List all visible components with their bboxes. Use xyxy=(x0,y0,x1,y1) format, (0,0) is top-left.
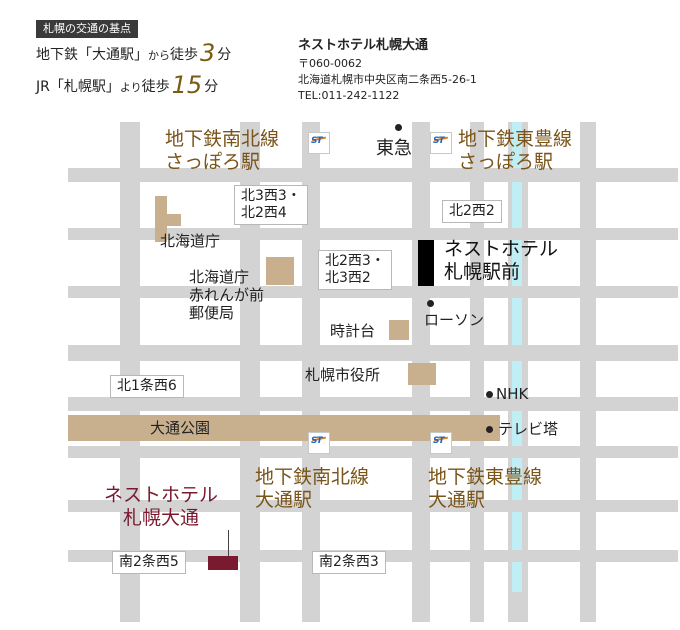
hotel-ekimae-marker xyxy=(418,240,434,286)
subway-icon-toho-odori: ST xyxy=(430,432,452,454)
callout-n3w3: 北3西3・北2西4 xyxy=(234,185,308,225)
access-odori-walk: 徒歩 xyxy=(170,47,198,63)
hotel-address: 北海道札幌市中央区南二条西5-26-1 xyxy=(298,73,477,86)
nhk-dot xyxy=(486,391,493,398)
subway-icon-namboku-odori: ST xyxy=(308,432,330,454)
road-h6 xyxy=(68,446,678,458)
place-lawson: ローソン xyxy=(424,311,485,329)
hotel-odori-label: ネストホテル札幌大通 xyxy=(104,484,219,529)
tokeidai-building xyxy=(389,320,409,340)
access-jr-from: より xyxy=(119,81,142,94)
place-city-hall: 札幌市役所 xyxy=(305,366,381,384)
hotel-name: ネストホテル札幌大通 xyxy=(298,38,429,53)
callout-s2w5: 南2条西5 xyxy=(112,551,186,574)
station-namboku-odori: 地下鉄南北線大通駅 xyxy=(255,466,370,511)
place-hokkaido-gov: 北海道庁 xyxy=(160,232,221,250)
access-odori-minutes: 3 xyxy=(200,39,216,67)
akarenga-post-office xyxy=(266,257,294,285)
access-tag: 札幌の交通の基点 xyxy=(36,20,138,38)
road-h2 xyxy=(68,228,678,240)
city-hall-building xyxy=(408,363,436,385)
tv-tower-dot xyxy=(486,426,493,433)
callout-n2w3: 北2西3・北3西2 xyxy=(318,250,392,290)
lawson-dot xyxy=(427,300,434,307)
odori-park xyxy=(68,415,500,441)
access-odori-station: 地下鉄「大通駅」 xyxy=(36,47,148,63)
place-nhk: NHK xyxy=(496,385,529,403)
road-h4 xyxy=(68,345,678,361)
callout-n2w2: 北2西2 xyxy=(442,200,502,223)
station-toho-sapporo: 地下鉄東豊線さっぽろ駅 xyxy=(458,128,573,173)
road-v1 xyxy=(120,122,140,622)
road-v3 xyxy=(302,122,320,622)
hotel-ekimae-label: ネストホテル札幌駅前 xyxy=(444,238,559,283)
access-jr-minutes: 15 xyxy=(171,71,203,99)
access-odori-unit: 分 xyxy=(217,47,232,63)
place-odori-park: 大通公園 xyxy=(150,419,211,437)
access-jr-station: JR「札幌駅」 xyxy=(36,79,120,95)
callout-s2w3: 南2条西3 xyxy=(312,551,386,574)
place-tokyu: 東急 xyxy=(376,138,412,159)
road-h3 xyxy=(68,286,678,298)
access-jr-walk: 徒歩 xyxy=(141,79,170,95)
road-v7 xyxy=(580,122,596,622)
tokyu-dot xyxy=(395,124,402,131)
place-akarenga: 北海道庁赤れんが前郵便局 xyxy=(189,268,265,322)
hotel-odori-marker xyxy=(208,556,238,570)
place-tokeidai: 時計台 xyxy=(330,322,376,340)
access-odori-from: から xyxy=(148,49,170,62)
road-h1 xyxy=(68,168,678,182)
place-tv-tower: テレビ塔 xyxy=(498,420,559,438)
road-v5 xyxy=(470,122,484,622)
callout-n1w6: 北1条西6 xyxy=(110,375,184,398)
access-jr-unit: 分 xyxy=(204,79,219,95)
station-namboku-sapporo: 地下鉄南北線さっぽろ駅 xyxy=(165,128,280,173)
subway-icon-toho-sapporo: ST xyxy=(430,132,452,154)
hokkaido-gov-building-wing xyxy=(155,214,181,226)
hotel-info: ネストホテル札幌大通 〒060-0062 北海道札幌市中央区南二条西5-26-1… xyxy=(298,38,477,104)
hotel-tel: TEL:011-242-1122 xyxy=(298,89,400,102)
road-h7 xyxy=(68,500,678,512)
station-toho-odori: 地下鉄東豊線大通駅 xyxy=(428,466,543,511)
hotel-postal: 〒060-0062 xyxy=(298,57,362,70)
road-h5 xyxy=(68,397,678,411)
hotel-odori-pointer xyxy=(228,530,229,556)
road-v2 xyxy=(240,122,260,622)
subway-icon-namboku-sapporo: ST xyxy=(308,132,330,154)
